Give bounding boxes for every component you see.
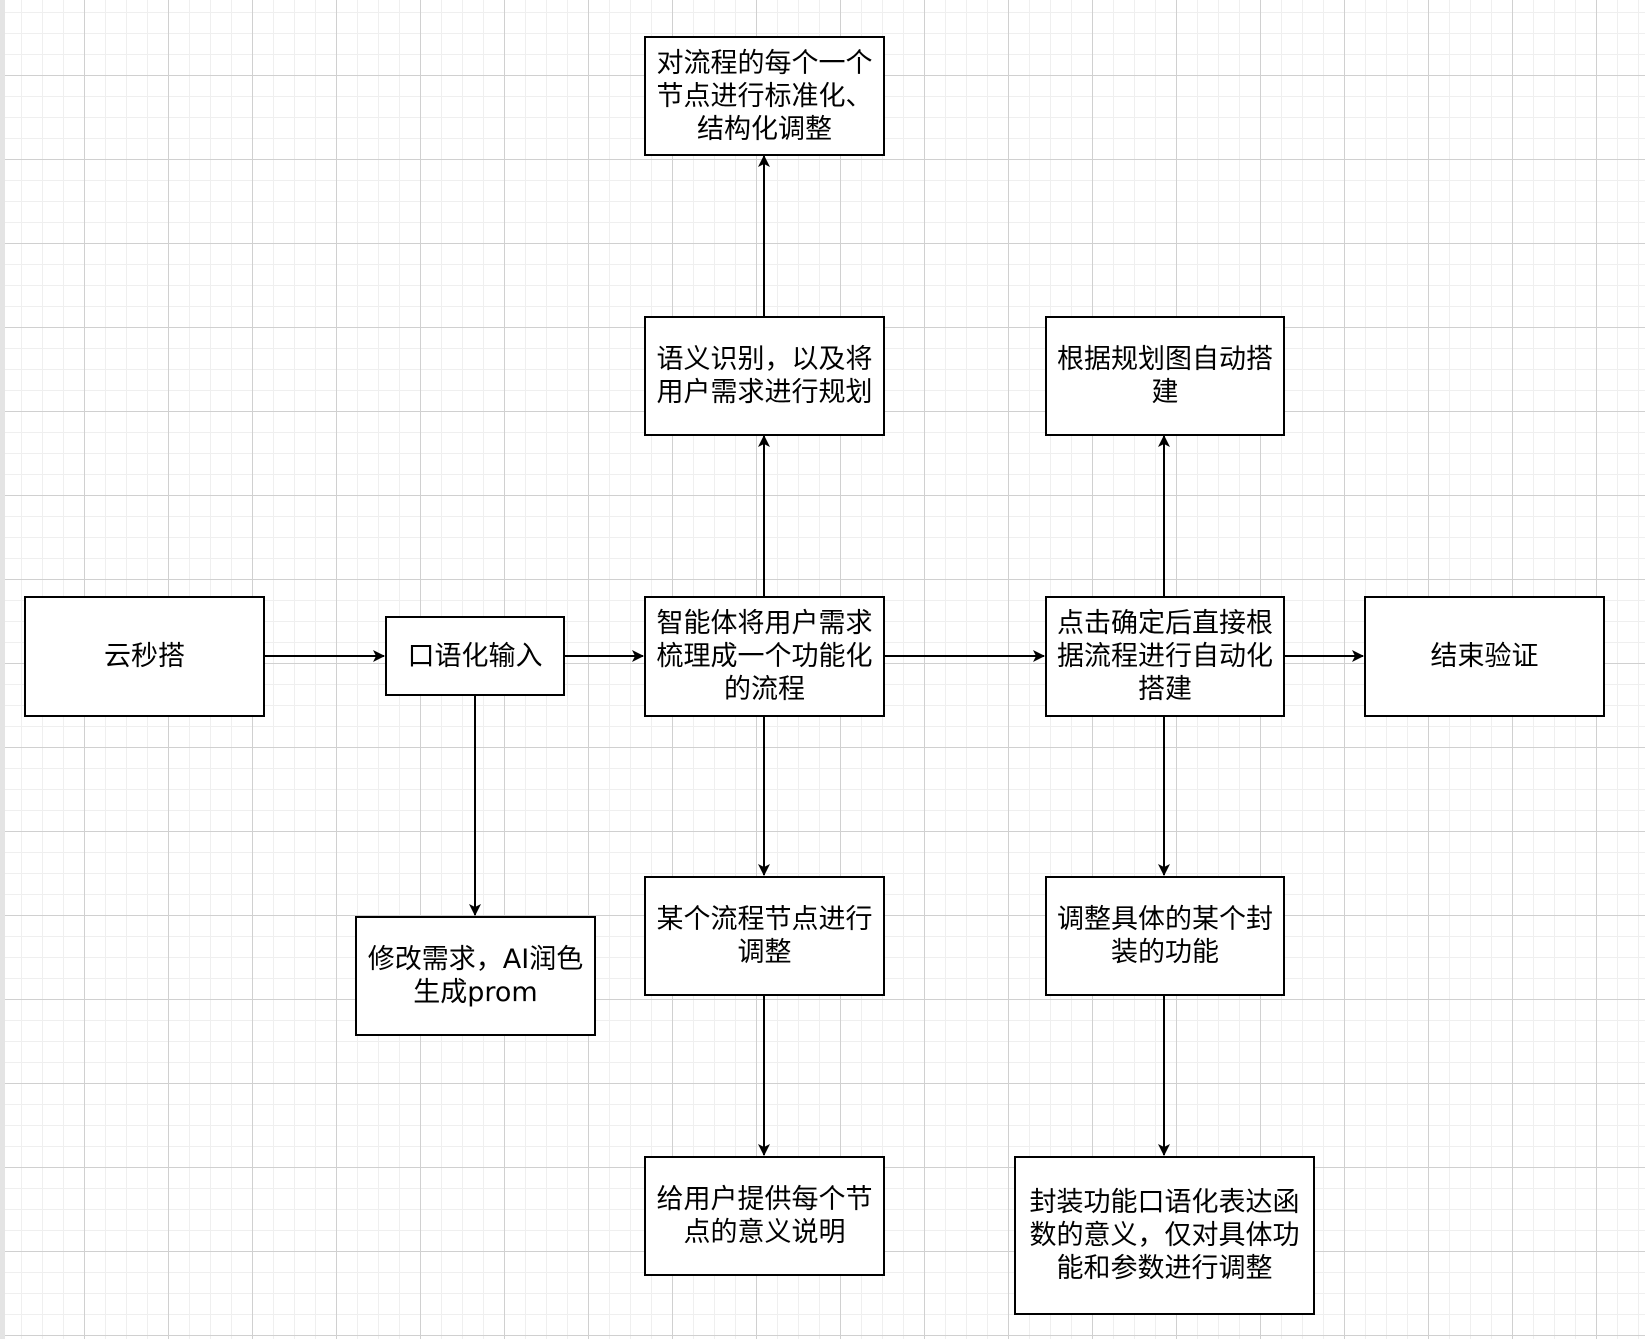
node-function-params[interactable]: 封装功能口语化表达函数的意义，仅对具体功能和参数进行调整 — [1014, 1156, 1315, 1315]
canvas-left-edge — [0, 0, 5, 1339]
node-label: 结束验证 — [1430, 641, 1539, 672]
node-modify-requirement[interactable]: 修改需求，AI润色生成prom — [355, 916, 596, 1036]
node-label: 修改需求，AI润色生成prom — [367, 944, 584, 1008]
node-agent-flow[interactable]: 智能体将用户需求梳理成一个功能化的流程 — [644, 596, 885, 717]
node-label: 智能体将用户需求梳理成一个功能化的流程 — [656, 608, 873, 705]
node-adjust-function[interactable]: 调整具体的某个封装的功能 — [1045, 876, 1285, 996]
node-start[interactable]: 云秒搭 — [24, 596, 265, 717]
node-label: 对流程的每个一个节点进行标准化、结构化调整 — [656, 47, 873, 145]
node-auto-build[interactable]: 点击确定后直接根据流程进行自动化搭建 — [1045, 596, 1285, 717]
node-standardize-nodes[interactable]: 对流程的每个一个节点进行标准化、结构化调整 — [644, 36, 885, 156]
node-label: 云秒搭 — [104, 641, 185, 672]
node-label: 口语化输入 — [407, 640, 543, 672]
node-build-from-plan[interactable]: 根据规划图自动搭建 — [1045, 316, 1285, 436]
node-label: 给用户提供每个节点的意义说明 — [656, 1184, 873, 1248]
node-label: 根据规划图自动搭建 — [1057, 344, 1273, 408]
node-voice-input[interactable]: 口语化输入 — [385, 616, 565, 696]
node-label: 调整具体的某个封装的功能 — [1057, 904, 1273, 968]
node-label: 点击确定后直接根据流程进行自动化搭建 — [1057, 608, 1273, 705]
node-node-explanation[interactable]: 给用户提供每个节点的意义说明 — [644, 1156, 885, 1276]
node-label: 语义识别，以及将用户需求进行规划 — [656, 344, 873, 408]
node-end-verify[interactable]: 结束验证 — [1364, 596, 1605, 717]
node-semantic-planning[interactable]: 语义识别，以及将用户需求进行规划 — [644, 316, 885, 436]
node-label: 某个流程节点进行调整 — [656, 904, 873, 968]
node-label: 封装功能口语化表达函数的意义，仅对具体功能和参数进行调整 — [1029, 1187, 1300, 1284]
node-adjust-node[interactable]: 某个流程节点进行调整 — [644, 876, 885, 996]
